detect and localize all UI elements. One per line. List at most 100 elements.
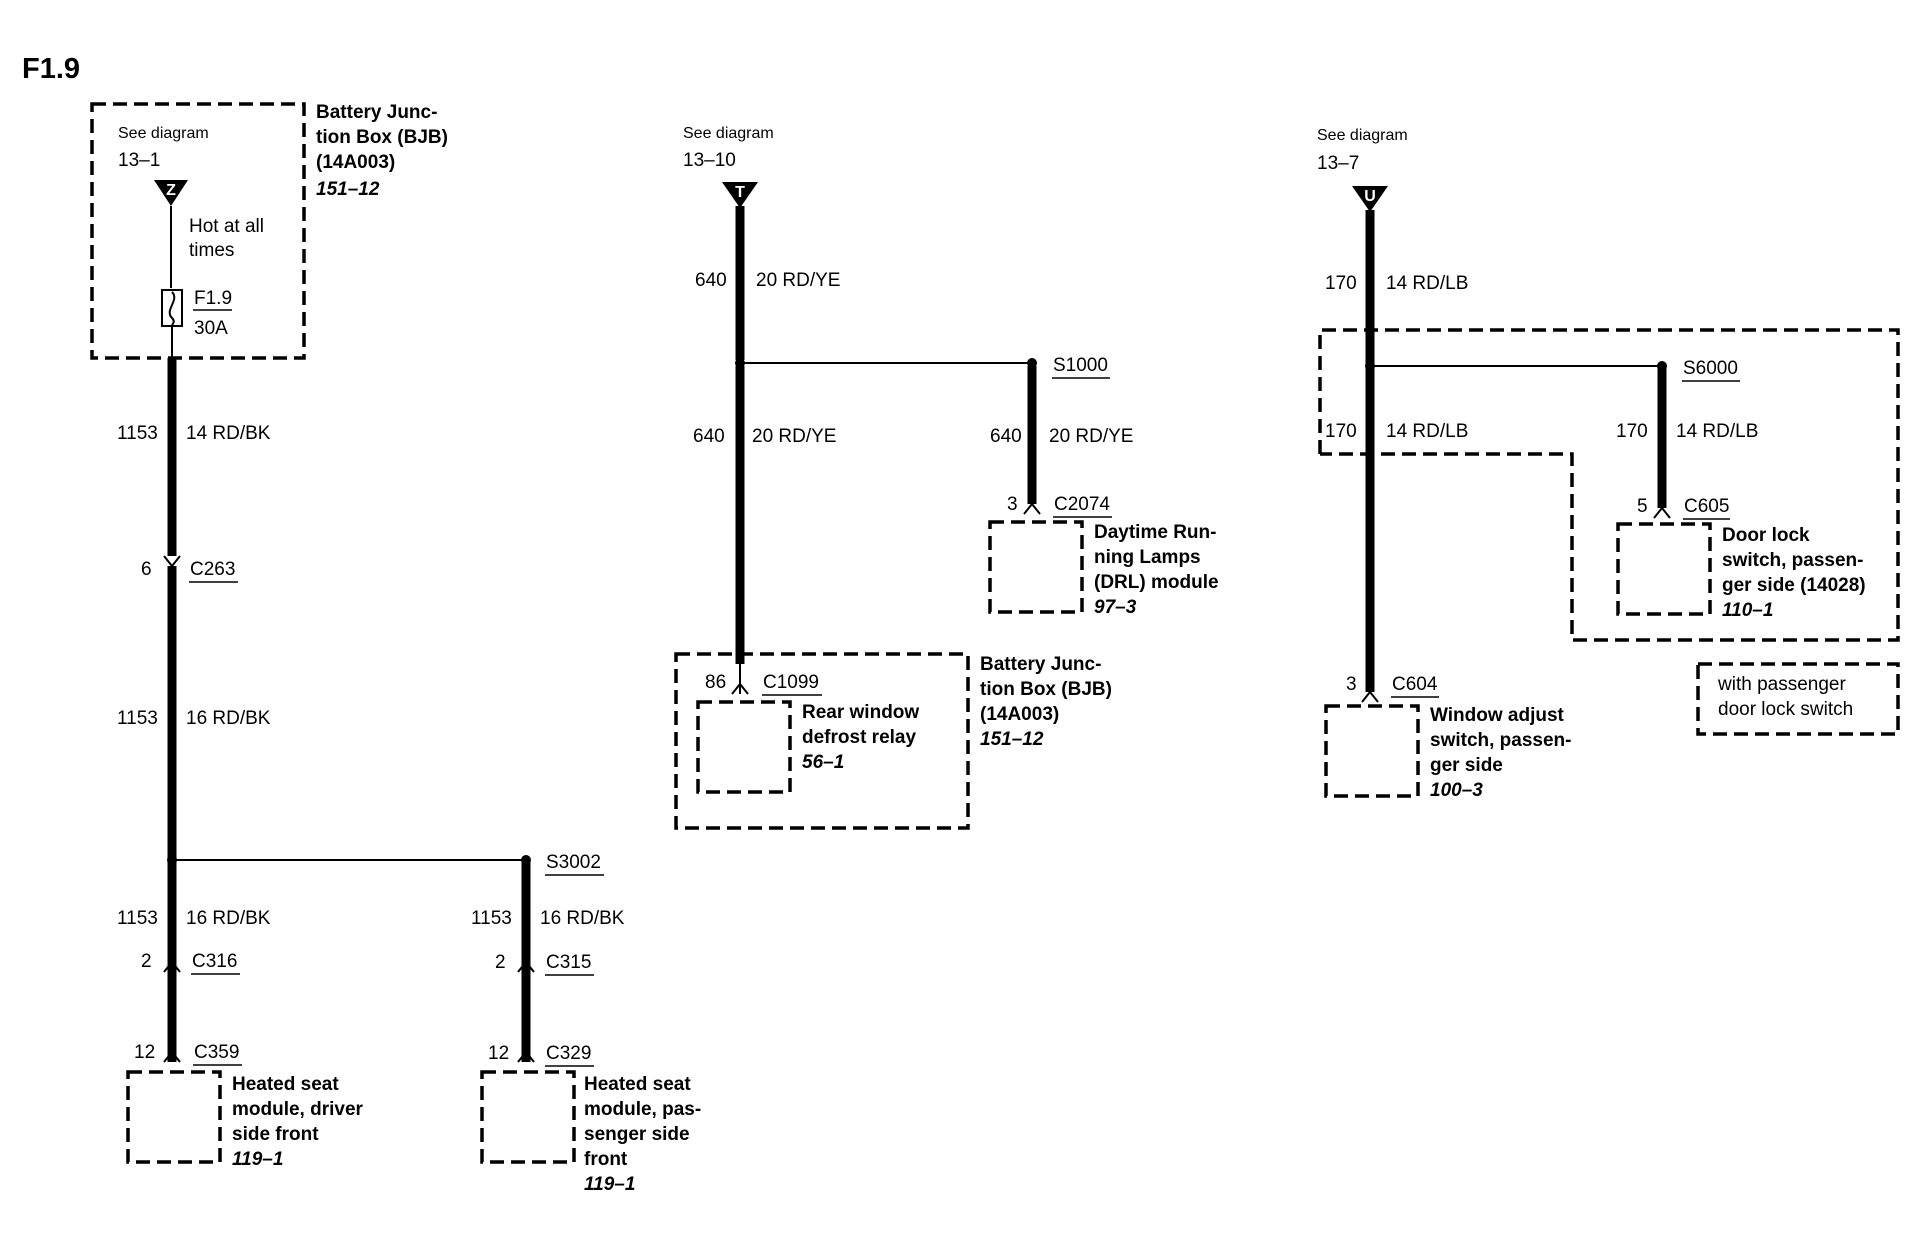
door-switch-label-line3: ger side (14028) [1722,575,1866,596]
legend-label-line1: with passenger [1717,674,1846,695]
fuse-name: F1.9 [194,288,232,309]
hot-label-line1: Hot at all [189,216,264,237]
connector-c316: C316 [192,951,237,972]
wire-circuit: 1153 [117,708,158,729]
terminal-u-icon [1352,186,1388,212]
connector-pin: 3 [1007,494,1018,515]
relay-label-line1: Rear window [802,702,919,723]
drl-ref: 97–3 [1094,597,1137,618]
bjb2-label-line2: tion Box (BJB) [980,679,1112,700]
connector-pin: 12 [488,1043,509,1064]
see-diagram-label: See diagram [1317,127,1408,144]
bjb-box-1 [90,102,306,360]
rear-defrost-relay [696,700,792,794]
column-fuse-heated-seats: See diagram 13–1 Z Hot at all times F1.9… [90,102,701,1195]
driver-module-label-line3: side front [232,1124,319,1145]
wire-gauge: 14 RD/BK [186,423,271,444]
see-diagram-ref: 13–1 [118,150,160,171]
connector-c263: C263 [190,559,235,580]
door-switch-ref: 110–1 [1722,600,1773,621]
wire-circuit: 640 [695,270,727,291]
wire-circuit: 170 [1325,421,1357,442]
passenger-module-label-line4: front [584,1149,628,1170]
passenger-module-label-line2: module, pas- [584,1099,701,1120]
bjb-box-2 [674,652,970,830]
see-diagram-ref: 13–10 [683,150,736,171]
diagram-title: F1.9 [22,53,80,85]
bjb1-ref: 151–12 [316,179,380,200]
drl-label-line3: (DRL) module [1094,572,1219,593]
legend-box [1696,662,1900,736]
terminal-u-label: U [1364,188,1376,205]
wire-circuit: 170 [1616,421,1648,442]
see-diagram-label: See diagram [683,125,774,142]
heated-seat-driver-module [126,1070,222,1164]
connector-pin: 5 [1637,496,1648,517]
window-adjust-switch-module [1324,704,1420,798]
passenger-module-label-line3: senger side [584,1124,690,1145]
connector-pin: 12 [134,1042,155,1063]
connector-c605: C605 [1684,496,1729,517]
wire-circuit: 170 [1325,273,1357,294]
wire-circuit: 1153 [471,908,512,929]
door-switch-label-line1: Door lock [1722,525,1810,546]
connector-c1099: C1099 [763,672,819,693]
wire-circuit: 640 [990,426,1022,447]
bjb2-label-line1: Battery Junc- [980,654,1101,675]
wire-gauge: 16 RD/BK [186,708,271,729]
drl-label-line1: Daytime Run- [1094,522,1216,543]
driver-module-label-line1: Heated seat [232,1074,339,1095]
connector-c263-icon [163,555,181,568]
bjb1-label-line2: tion Box (BJB) [316,127,448,148]
relay-ref: 56–1 [802,752,844,773]
wire-circuit: 1153 [117,908,158,929]
connector-c315: C315 [546,952,591,973]
connector-pin: 3 [1346,674,1357,695]
driver-module-ref: 119–1 [232,1149,283,1170]
connector-pin: 86 [705,672,726,693]
see-diagram-label: See diagram [118,125,209,142]
connector-c604: C604 [1392,674,1438,695]
window-switch-label-line2: switch, passen- [1430,730,1572,751]
bjb1-label-line3: (14A003) [316,152,395,173]
optional-equipment-outline [1318,328,1900,642]
splice-s1000: S1000 [1053,355,1108,376]
fuse-rating: 30A [194,318,228,339]
wire-circuit: 640 [693,426,725,447]
wire-gauge: 14 RD/LB [1386,273,1468,294]
connector-c359: C359 [194,1042,239,1063]
wire-gauge: 14 RD/LB [1386,421,1468,442]
door-lock-switch-module [1616,522,1712,616]
terminal-t-icon [722,182,758,208]
relay-label-line2: defrost relay [802,727,916,748]
wire-gauge: 16 RD/BK [540,908,625,929]
hot-label-line2: times [189,240,234,261]
wire-circuit: 1153 [117,423,158,444]
connector-c329: C329 [546,1043,591,1064]
connector-c2074: C2074 [1054,494,1110,515]
bjb2-ref: 151–12 [980,729,1044,750]
drl-label-line2: ning Lamps [1094,547,1201,568]
wire-gauge: 16 RD/BK [186,908,271,929]
window-switch-label-line1: Window adjust [1430,705,1565,726]
wire-gauge: 20 RD/YE [752,426,836,447]
heated-seat-passenger-module [480,1070,576,1164]
wire-gauge: 20 RD/YE [756,270,840,291]
wire-gauge: 14 RD/LB [1676,421,1758,442]
splice-s1000-dot [1027,358,1037,368]
drl-module [988,520,1084,614]
splice-s3002: S3002 [546,852,601,873]
passenger-module-label-line1: Heated seat [584,1074,691,1095]
bjb2-label-line3: (14A003) [980,704,1059,725]
bjb1-label-line1: Battery Junc- [316,102,437,123]
wire-gauge: 20 RD/YE [1049,426,1133,447]
connector-pin: 2 [141,951,152,972]
see-diagram-ref: 13–7 [1317,153,1359,174]
window-switch-label-line3: ger side [1430,755,1503,776]
fuse-icon [161,289,183,327]
terminal-z-label: Z [166,182,176,199]
driver-module-label-line2: module, driver [232,1099,364,1120]
door-switch-label-line2: switch, passen- [1722,550,1864,571]
connector-pin: 2 [495,952,506,973]
